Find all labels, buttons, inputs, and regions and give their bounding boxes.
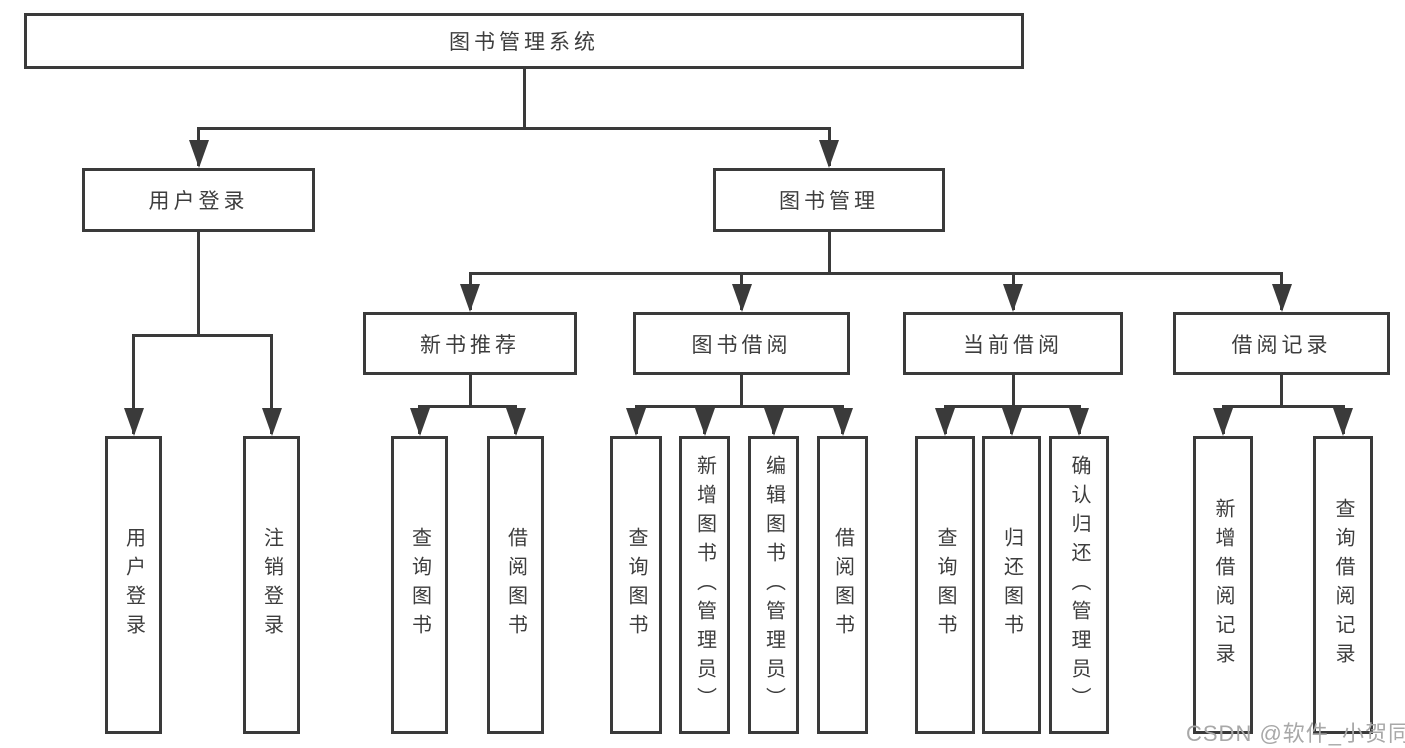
arrow-down-icon xyxy=(763,408,784,436)
node-label: 查询图书 xyxy=(625,527,647,643)
arrow-down-icon xyxy=(123,408,144,436)
node-label: 借阅记录 xyxy=(1231,333,1332,357)
arrow-down-icon xyxy=(832,408,853,436)
node-label: 新书推荐 xyxy=(420,333,520,357)
node-query-books-3: 查询图书 xyxy=(915,436,975,734)
arrow-down-icon xyxy=(1213,408,1233,436)
connector-line xyxy=(197,126,831,130)
arrow-down-icon xyxy=(731,284,752,312)
arrow-down-icon xyxy=(1069,408,1089,436)
watermark: CSDN @软件_小贺同学 xyxy=(1186,721,1405,746)
node-edit-book-admin: 编辑图书（管理员） xyxy=(748,436,799,734)
connector-line xyxy=(418,404,517,408)
node-borrow-records: 借阅记录 xyxy=(1173,312,1390,375)
node-label: 借阅图书 xyxy=(831,527,854,643)
node-new-book-rec: 新书推荐 xyxy=(363,312,577,375)
arrow-down-icon xyxy=(819,140,839,168)
connector-line xyxy=(827,232,831,273)
arrow-down-icon xyxy=(1271,284,1292,312)
arrow-down-icon xyxy=(935,408,955,436)
node-label: 图书借阅 xyxy=(691,333,792,357)
node-label: 查询借阅记录 xyxy=(1332,498,1354,672)
node-logout-login: 注销登录 xyxy=(243,436,300,734)
connector-line xyxy=(468,271,1283,275)
connector-line xyxy=(1280,375,1283,406)
node-book-borrow: 图书借阅 xyxy=(633,312,850,375)
node-label: 新增借阅记录 xyxy=(1212,498,1234,672)
node-confirm-return-admin: 确认归还（管理员） xyxy=(1049,436,1109,734)
arrow-down-icon xyxy=(188,140,209,168)
node-book-mgmt: 图书管理 xyxy=(713,168,945,232)
connector-line xyxy=(522,69,526,128)
node-label: 确认归还（管理员） xyxy=(1068,454,1090,716)
node-label: 图书管理 xyxy=(779,190,879,213)
node-root: 图书管理系统 xyxy=(24,13,1024,69)
node-label: 用户登录 xyxy=(148,190,249,213)
node-add-book-admin: 新增图书（管理员） xyxy=(679,436,730,734)
node-label: 用户登录 xyxy=(122,527,145,643)
node-add-borrow-record: 新增借阅记录 xyxy=(1193,436,1253,734)
node-borrow-book-1: 借阅图书 xyxy=(487,436,544,734)
connector-line xyxy=(270,335,273,434)
connector-line xyxy=(197,232,200,335)
node-user-login-v: 用户登录 xyxy=(105,436,162,734)
connector-line xyxy=(1221,404,1345,408)
node-query-books-2: 查询图书 xyxy=(610,436,662,734)
node-label: 查询图书 xyxy=(934,527,956,643)
arrow-down-icon xyxy=(626,408,646,436)
connector-line xyxy=(468,375,472,406)
arrow-down-icon xyxy=(1003,284,1023,312)
node-label: 借阅图书 xyxy=(504,527,527,643)
node-label: 图书管理系统 xyxy=(449,31,599,54)
node-borrow-book-2: 借阅图书 xyxy=(817,436,868,734)
connector-line xyxy=(740,375,743,406)
node-query-books-1: 查询图书 xyxy=(391,436,448,734)
node-return-book: 归还图书 xyxy=(982,436,1041,734)
node-current-borrow: 当前借阅 xyxy=(903,312,1123,375)
arrow-down-icon xyxy=(505,408,526,436)
arrow-down-icon xyxy=(694,408,715,436)
node-label: 注销登录 xyxy=(260,527,283,643)
arrow-down-icon xyxy=(460,284,480,312)
connector-line xyxy=(634,404,844,408)
arrow-down-icon xyxy=(1333,408,1353,436)
node-label: 查询图书 xyxy=(408,527,431,643)
node-label: 编辑图书（管理员） xyxy=(762,454,785,716)
node-label: 当前借阅 xyxy=(963,333,1063,357)
node-query-borrow-record: 查询借阅记录 xyxy=(1313,436,1373,734)
arrow-down-icon xyxy=(409,408,430,436)
connector-line xyxy=(1011,375,1015,406)
arrow-down-icon xyxy=(261,408,282,436)
connector-line xyxy=(132,333,273,337)
arrow-down-icon xyxy=(1001,408,1022,436)
node-label: 归还图书 xyxy=(1000,527,1023,643)
node-user-login: 用户登录 xyxy=(82,168,315,232)
node-label: 新增图书（管理员） xyxy=(693,454,716,716)
connector-line xyxy=(132,335,135,434)
